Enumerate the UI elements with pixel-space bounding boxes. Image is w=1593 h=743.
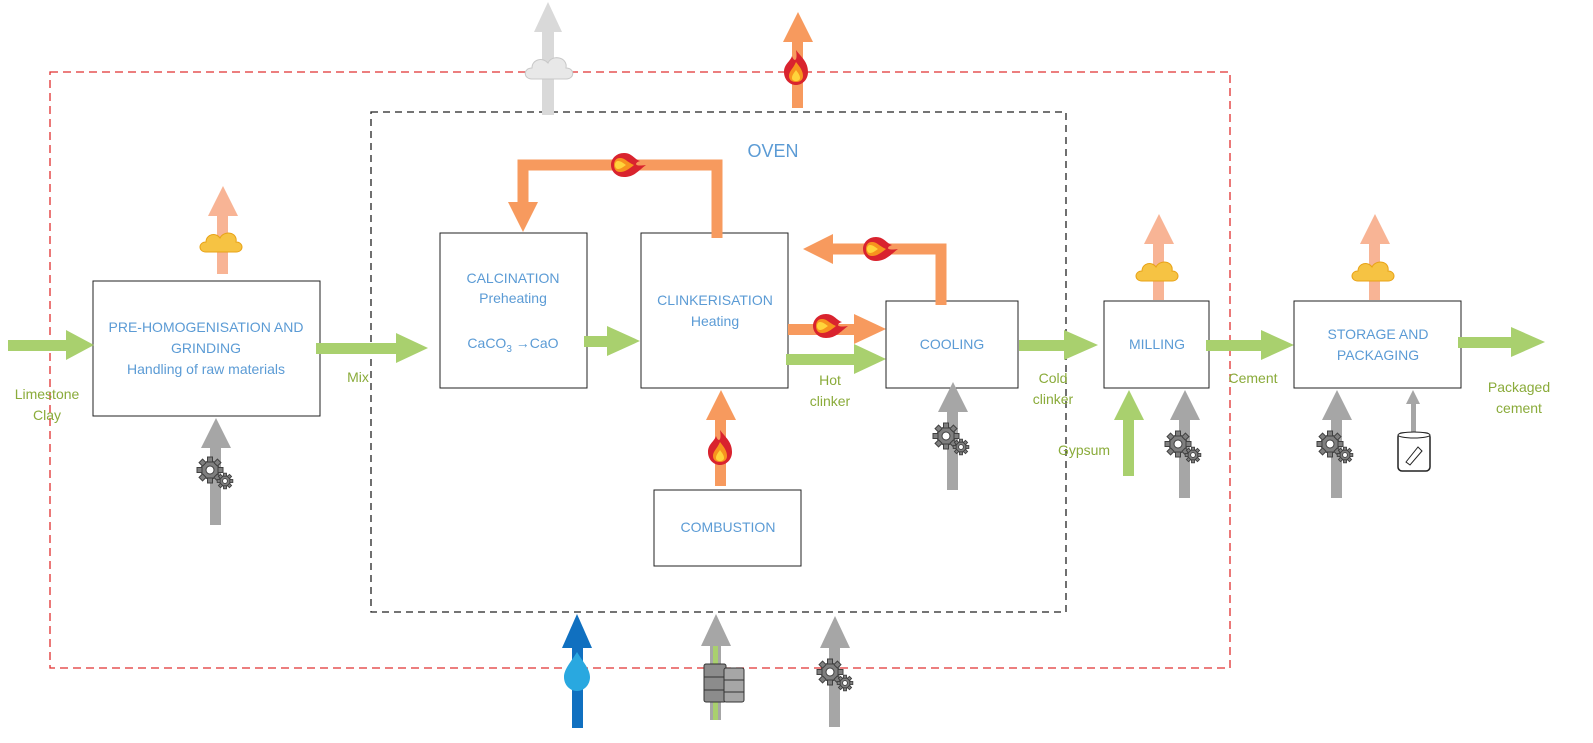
combustion-heat-arrow bbox=[706, 390, 736, 486]
flow-label-hot: Hot bbox=[819, 372, 841, 388]
input-arrow-raw-materials bbox=[8, 330, 94, 360]
co2-emission-arrow bbox=[524, 2, 574, 115]
calcination-box bbox=[439, 232, 588, 389]
cooling-heat-recovery-arrow bbox=[803, 234, 947, 305]
clinkerisation-line1: CLINKERISATION bbox=[657, 292, 773, 308]
milling-label: MILLING bbox=[1129, 336, 1185, 352]
system-boundary bbox=[49, 71, 1231, 669]
cement-arrow bbox=[1206, 330, 1294, 360]
storage-packaging-box bbox=[1293, 300, 1462, 389]
cooling-label: COOLING bbox=[920, 336, 985, 352]
flow-label-cold-clinker: clinker bbox=[1033, 391, 1074, 407]
energy-input-arrow-oven bbox=[816, 616, 854, 727]
cooling-box bbox=[885, 300, 1019, 389]
heat-recirculation-arrow bbox=[508, 153, 723, 238]
pre-homogenisation-line2: GRINDING bbox=[171, 340, 241, 356]
hot-heat-arrow bbox=[788, 314, 886, 344]
pre-homogenisation-line3: Handling of raw materials bbox=[127, 361, 285, 377]
dust-emission-arrow-storage bbox=[1351, 214, 1395, 300]
pre-homogenisation-line1: PRE-HOMOGENISATION AND bbox=[109, 319, 304, 335]
clinkerisation-box bbox=[640, 232, 789, 389]
flow-label-hot-clinker: clinker bbox=[810, 393, 851, 409]
water-drop-icon bbox=[564, 652, 590, 691]
energy-input-arrow-storage bbox=[1316, 390, 1354, 498]
clinkerisation-line2: Heating bbox=[691, 313, 739, 329]
cold-clinker-arrow bbox=[1019, 330, 1098, 360]
hot-clinker-arrow bbox=[786, 344, 886, 374]
mix-arrow bbox=[316, 333, 428, 363]
gypsum-input-arrow bbox=[1114, 390, 1144, 476]
milling-box bbox=[1103, 300, 1210, 389]
fuel-barrel-icon bbox=[703, 663, 745, 703]
pre-homogenisation-box bbox=[92, 280, 321, 417]
calcination-to-clinkerisation-arrow bbox=[584, 326, 640, 356]
flow-label-packaged-cement: cement bbox=[1496, 400, 1542, 416]
flow-label-cement: Cement bbox=[1228, 370, 1277, 386]
dust-emission-arrow-milling bbox=[1135, 214, 1179, 300]
dust-emission-arrow-1 bbox=[199, 186, 243, 274]
flow-label-mix: Mix bbox=[347, 369, 369, 385]
flow-label-packaged: Packaged bbox=[1488, 379, 1550, 395]
cloud-icon bbox=[524, 57, 574, 80]
energy-input-arrow-1 bbox=[196, 418, 234, 525]
packaging-input-arrow bbox=[1397, 390, 1431, 472]
cloud-icon bbox=[1135, 261, 1179, 282]
calcination-line1: CALCINATION bbox=[466, 270, 559, 286]
storage-line1: STORAGE AND bbox=[1328, 326, 1429, 342]
heat-loss-arrow-top bbox=[783, 12, 813, 108]
water-input-arrow bbox=[562, 614, 592, 728]
flow-label-gypsum: Gypsum bbox=[1058, 442, 1110, 458]
cement-bag-icon bbox=[1397, 431, 1431, 472]
energy-input-arrow-milling bbox=[1164, 390, 1202, 498]
cloud-icon bbox=[1351, 261, 1395, 282]
calcination-line2: Preheating bbox=[479, 290, 547, 306]
energy-input-arrow-cooling bbox=[932, 382, 970, 490]
packaged-cement-arrow bbox=[1458, 327, 1545, 357]
storage-line2: PACKAGING bbox=[1337, 347, 1419, 363]
cloud-icon bbox=[199, 232, 243, 253]
oven-title: OVEN bbox=[747, 141, 798, 161]
combustion-label: COMBUSTION bbox=[681, 519, 776, 535]
flow-label-cold: Cold bbox=[1039, 370, 1068, 386]
calcination-formula: CaCO3 →CaO bbox=[467, 335, 558, 355]
fuel-input-arrow bbox=[701, 614, 745, 720]
oven-boundary bbox=[370, 111, 1067, 613]
flow-label-limestone: Limestone bbox=[15, 386, 80, 402]
flow-label-clay: Clay bbox=[33, 407, 61, 423]
combustion-box bbox=[653, 489, 802, 567]
